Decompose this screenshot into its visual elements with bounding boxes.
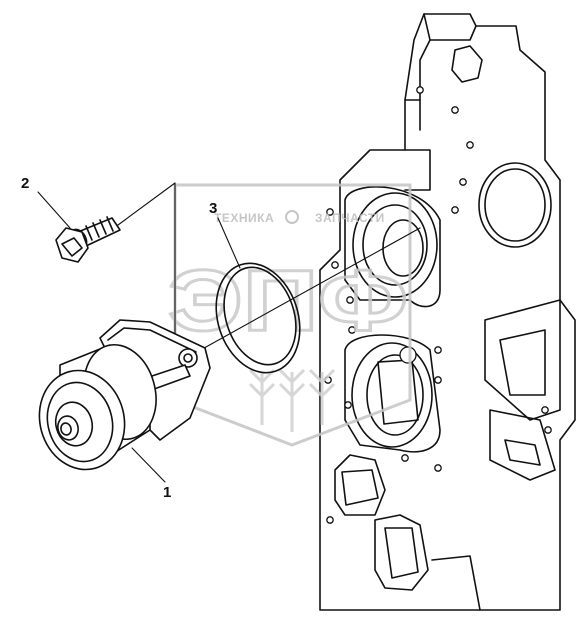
callout-label-2: 2 [21,175,29,192]
callout-label-3: 3 [209,200,217,217]
part-3-o-ring [215,262,301,374]
part-2-bolt [55,216,121,263]
assembly-lines [117,182,421,358]
callout-2: 2 [21,175,71,229]
watermark-text-left: ТЕХНИКА [214,211,274,225]
callout-1: 1 [131,447,171,501]
watermark-text-right: ЗАПЧАСТИ [315,211,385,225]
engine-block [319,13,576,611]
watermark: ТЕХНИКА ЗАПЧАСТИ ЭПФ [167,183,412,447]
part-1-tensioner [38,319,211,471]
wheat-icon [248,368,336,432]
callout-label-1: 1 [163,484,171,501]
callout-3: 3 [209,200,241,269]
gear-icon [285,210,299,224]
